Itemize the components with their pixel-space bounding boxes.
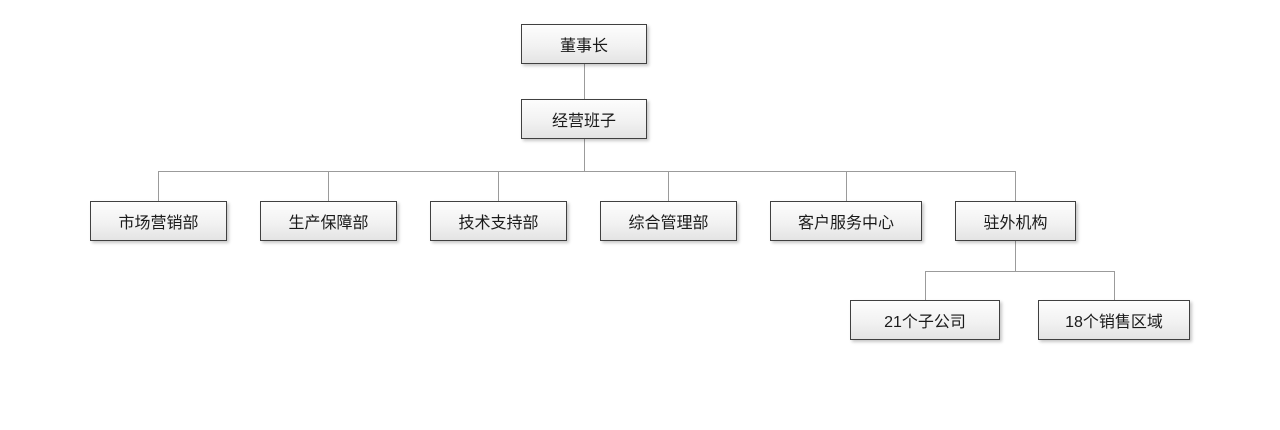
org-node-management-team: 经营班子 [521, 99, 647, 139]
connector-drop-subsidiaries [925, 271, 926, 300]
org-node-production-support-dept: 生产保障部 [260, 201, 397, 241]
org-node-subsidiaries: 21个子公司 [850, 300, 1000, 340]
connector-drop-general-management [668, 171, 669, 201]
org-node-tech-support-dept-label: 技术支持部 [458, 215, 539, 232]
org-node-subsidiaries-label: 21个子公司 [884, 314, 966, 331]
org-node-customer-service-center-label: 客户服务中心 [797, 215, 894, 232]
connector-drop-tech-support [498, 171, 499, 201]
org-node-sales-regions: 18个销售区域 [1038, 300, 1190, 340]
connector-drop-customer-service [846, 171, 847, 201]
org-node-management-team-label: 经营班子 [551, 113, 616, 130]
org-node-customer-service-center: 客户服务中心 [770, 201, 922, 241]
org-node-marketing-dept: 市场营销部 [90, 201, 227, 241]
org-node-chairman-label: 董事长 [559, 38, 608, 55]
org-node-field-offices: 驻外机构 [955, 201, 1076, 241]
org-node-sales-regions-label: 18个销售区域 [1065, 314, 1163, 331]
org-node-field-offices-label: 驻外机构 [983, 215, 1048, 232]
org-node-chairman: 董事长 [521, 24, 647, 64]
org-node-production-support-dept-label: 生产保障部 [288, 215, 369, 232]
connector-drop-marketing [158, 171, 159, 201]
org-node-general-management-dept-label: 综合管理部 [628, 215, 709, 232]
connector-management-to-branch [584, 139, 585, 171]
connector-chairman-to-management [584, 64, 585, 99]
connector-departments-horizontal [158, 171, 1016, 172]
connector-drop-field-offices [1015, 171, 1016, 201]
connector-drop-sales-regions [1114, 271, 1115, 300]
org-node-general-management-dept: 综合管理部 [600, 201, 737, 241]
connector-drop-production [328, 171, 329, 201]
connector-field-children-horizontal [925, 271, 1114, 272]
connector-field-offices-to-branch [1015, 241, 1016, 271]
org-node-marketing-dept-label: 市场营销部 [118, 215, 199, 232]
org-node-tech-support-dept: 技术支持部 [430, 201, 567, 241]
